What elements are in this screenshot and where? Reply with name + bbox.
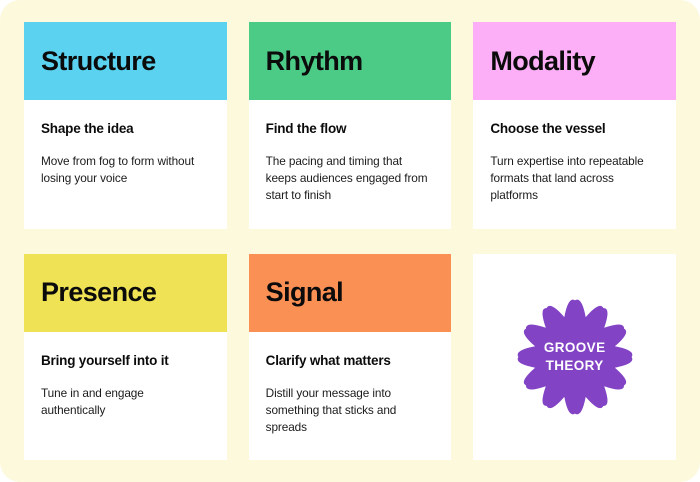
card-header-rhythm: Rhythm <box>248 22 452 100</box>
card-rhythm[interactable]: Rhythm Find the flow The pacing and timi… <box>248 22 452 229</box>
badge-line-1: GROOVE <box>543 340 606 356</box>
card-header-modality: Modality <box>473 22 676 100</box>
card-signal[interactable]: Signal Clarify what matters Distill your… <box>248 253 452 461</box>
card-subtitle: Clarify what matters <box>265 352 391 368</box>
card-body-modality: Choose the vessel Turn expertise into re… <box>473 100 676 229</box>
card-description: Move from fog to form without losing you… <box>41 154 195 186</box>
card-body-structure: Shape the idea Move from fog to form wit… <box>24 100 227 229</box>
card-subtitle: Bring yourself into it <box>41 352 169 368</box>
card-subtitle: Shape the idea <box>41 121 134 136</box>
starburst-icon <box>517 299 632 415</box>
card-header-signal: Signal <box>248 253 452 332</box>
card-header-presence: Presence <box>24 253 227 332</box>
card-title: Presence <box>41 277 157 307</box>
card-body-rhythm: Find the flow The pacing and timing that… <box>249 100 452 229</box>
card-title: Signal <box>265 277 344 307</box>
card-title: Structure <box>41 45 156 76</box>
card-grid: Structure Shape the idea Move from fog t… <box>24 22 676 460</box>
card-body-presence: Bring yourself into it Tune in and engag… <box>24 332 227 461</box>
card-header-structure: Structure <box>24 22 227 100</box>
card-title: Rhythm <box>265 45 364 76</box>
card-brand-badge[interactable]: GROOVE THEORY <box>473 253 676 460</box>
card-modality[interactable]: Modality Choose the vessel Turn expertis… <box>473 22 676 229</box>
card-description: Distill your message into something that… <box>265 385 397 434</box>
card-description: The pacing and timing that keeps audienc… <box>265 154 428 203</box>
badge-text: GROOVE THEORY <box>544 339 606 374</box>
card-structure[interactable]: Structure Shape the idea Move from fog t… <box>24 22 227 229</box>
card-presence[interactable]: Presence Bring yourself into it Tune in … <box>24 253 227 461</box>
card-subtitle: Choose the vessel <box>490 121 606 136</box>
card-body-signal: Clarify what matters Distill your messag… <box>249 332 452 461</box>
card-subtitle: Find the flow <box>265 121 347 136</box>
card-title: Modality <box>490 45 596 76</box>
card-description: Turn expertise into repeatable formats t… <box>490 154 644 203</box>
card-description: Tune in and engage authentically <box>41 385 144 417</box>
badge-wrap: GROOVE THEORY <box>515 298 635 416</box>
badge-line-2: THEORY <box>545 357 604 373</box>
